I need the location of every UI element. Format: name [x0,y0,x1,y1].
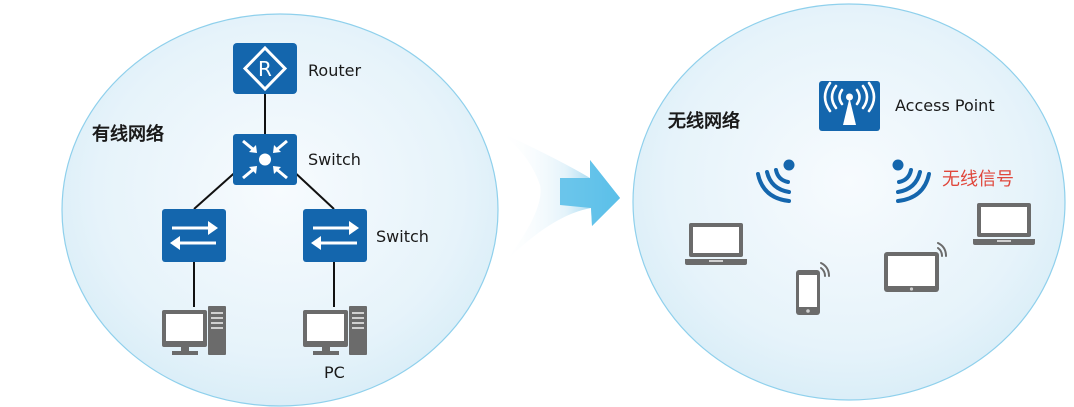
router-label: Router [308,61,361,80]
pc-right-icon [303,306,367,355]
tablet-icon [884,242,947,292]
router-icon: R [233,43,297,94]
wireless-network-area: 无线网络 Access Point [632,3,1066,401]
core-switch-label: Switch [308,150,361,169]
access-switch-left-icon [162,209,226,262]
access-point-icon [819,81,880,131]
access-switch-right-icon [303,209,367,262]
link-core-left [193,167,241,210]
wireless-signal-label: 无线信号 [942,169,1014,190]
laptop-left-icon [685,223,747,265]
access-point-label: Access Point [895,96,995,115]
svg-text:R: R [258,57,272,81]
pc-label: PC [324,363,345,382]
pc-left-icon [162,306,226,355]
transition-arrow-icon [500,132,620,262]
wired-bubble [61,13,499,407]
access-switch-label: Switch [376,227,429,246]
core-switch-icon [233,134,297,185]
wired-network-title: 有线网络 [92,123,164,145]
wireless-network-title: 无线网络 [668,110,740,132]
link-core-right [289,167,335,210]
wifi-signal-left-icon [756,159,795,203]
wired-network-area: 有线网络 R Router [61,13,499,407]
wired-links [193,94,335,307]
smartphone-icon [796,262,830,315]
laptop-right-icon [973,203,1035,245]
wireless-bubble [632,3,1066,401]
wifi-signal-right-icon [892,159,931,203]
